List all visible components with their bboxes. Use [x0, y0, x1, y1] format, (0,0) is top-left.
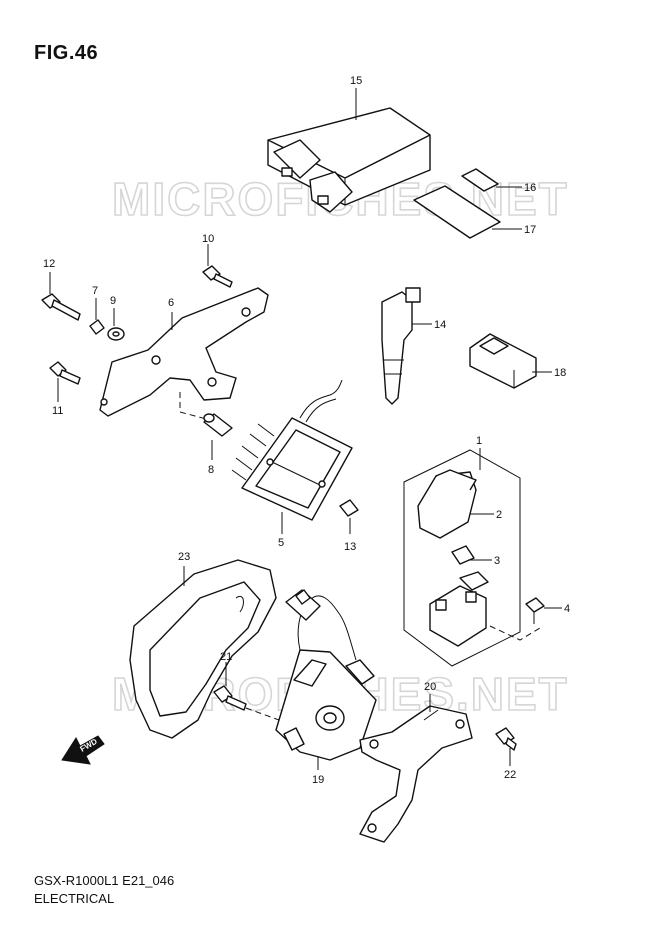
callout-22: 22: [504, 769, 516, 781]
part-5-regulator[interactable]: [231, 379, 353, 521]
part-12-bolt[interactable]: [41, 293, 81, 321]
part-2-relay-cover[interactable]: [417, 469, 477, 539]
callout-16: 16: [524, 182, 536, 194]
part-7-nut[interactable]: [89, 319, 105, 335]
callout-20: 20: [424, 681, 436, 693]
callout-23: 23: [178, 551, 190, 563]
callout-2: 2: [496, 509, 502, 521]
part-17-cushion[interactable]: [413, 185, 501, 239]
part-19-sensor-assy[interactable]: [275, 589, 377, 761]
callout-4: 4: [564, 603, 570, 615]
part-9-grommet[interactable]: [107, 327, 125, 341]
part-20-bracket[interactable]: [359, 705, 473, 843]
starter-relay-body[interactable]: [429, 571, 489, 647]
part-23-cover[interactable]: [129, 559, 277, 739]
figure-title: FIG.46: [34, 42, 99, 64]
part-10-bolt[interactable]: [202, 265, 233, 288]
callout-21: 21: [220, 651, 232, 663]
callout-19: 19: [312, 774, 324, 786]
part-21-bolt[interactable]: [213, 685, 247, 711]
callout-17: 17: [524, 224, 536, 236]
callout-3: 3: [494, 555, 500, 567]
part-1-starter-relay-frame: [403, 449, 521, 667]
part-13-nut[interactable]: [339, 499, 359, 517]
callout-10: 10: [202, 233, 214, 245]
callout-1: 1: [476, 435, 482, 447]
part-16-label[interactable]: [461, 168, 499, 192]
callout-18: 18: [554, 367, 566, 379]
callout-15: 15: [350, 75, 362, 87]
part-14-sensor[interactable]: [381, 287, 421, 405]
part-6-bracket[interactable]: [99, 287, 269, 417]
part-15-ecm-unit[interactable]: [267, 107, 431, 213]
callout-13: 13: [344, 541, 356, 553]
part-11-bolt[interactable]: [49, 361, 81, 385]
part-22-bolt[interactable]: [495, 727, 517, 751]
part-3-fuse[interactable]: [451, 545, 475, 565]
callout-8: 8: [208, 464, 214, 476]
callout-5: 5: [278, 537, 284, 549]
callout-14: 14: [434, 319, 446, 331]
callout-6: 6: [168, 297, 174, 309]
callout-11: 11: [52, 405, 63, 417]
part-8-spacer[interactable]: [203, 413, 233, 437]
model-code: GSX-R1000L1 E21_046: [34, 873, 175, 888]
section-name: ELECTRICAL: [34, 891, 115, 906]
fwd-arrow-icon: FWD: [61, 735, 105, 765]
callout-12: 12: [43, 258, 55, 270]
callout-7: 7: [92, 285, 98, 297]
part-4-bolt[interactable]: [525, 597, 545, 624]
part-18-connector[interactable]: [469, 333, 537, 389]
callout-9: 9: [110, 295, 116, 307]
